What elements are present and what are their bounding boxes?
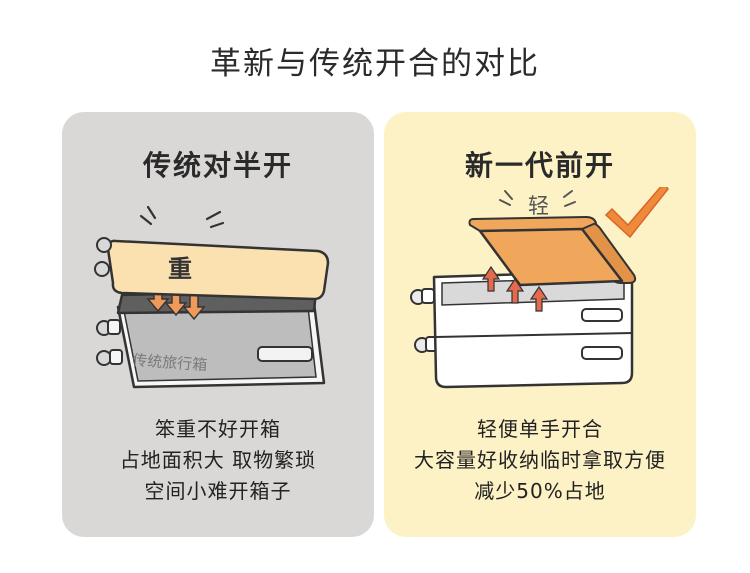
suitcase-body: 传统旅行箱: [116, 289, 326, 389]
light-marks-icon: [499, 190, 576, 207]
front-open-description: 轻便单手开合 大容量好收纳临时拿取方便 减少50%占地: [384, 414, 696, 507]
traditional-card-title: 传统对半开: [142, 149, 293, 182]
front-open-line-1: 轻便单手开合: [477, 417, 603, 441]
traditional-line-2: 占地面积大 取物繁琐: [119, 448, 317, 472]
traditional-line-1: 笨重不好开箱: [155, 417, 281, 441]
body-label: 传统旅行箱: [132, 351, 208, 374]
traditional-description: 笨重不好开箱 占地面积大 取物繁琐 空间小难开箱子: [62, 414, 374, 507]
front-open-line-3: 减少50%占地: [474, 479, 606, 503]
suitcase-lid: 重: [94, 237, 330, 301]
wheels-icon: [96, 319, 123, 366]
front-open-suitcase-illustration: 轻: [410, 187, 669, 389]
suitcase-body: [432, 269, 634, 389]
front-open-card-title: 新一代前开: [464, 149, 615, 182]
front-open-card: 新一代前开 轻: [384, 112, 696, 537]
traditional-line-3: 空间小难开箱子: [144, 479, 292, 503]
front-open-line-2: 大容量好收纳临时拿取方便: [414, 448, 666, 472]
lid-label: 重: [168, 255, 192, 283]
down-arrows-icon: [146, 286, 206, 321]
traditional-suitcase-illustration: 传统旅行箱 重: [94, 205, 330, 389]
front-lid: [468, 215, 637, 287]
check-icon: [604, 187, 669, 239]
light-label: 轻: [528, 194, 549, 218]
page-title: 革新与传统开合的对比: [210, 46, 540, 82]
traditional-card: 传统对半开 传统旅行箱: [62, 112, 374, 537]
motion-lines-icon: [139, 205, 225, 229]
